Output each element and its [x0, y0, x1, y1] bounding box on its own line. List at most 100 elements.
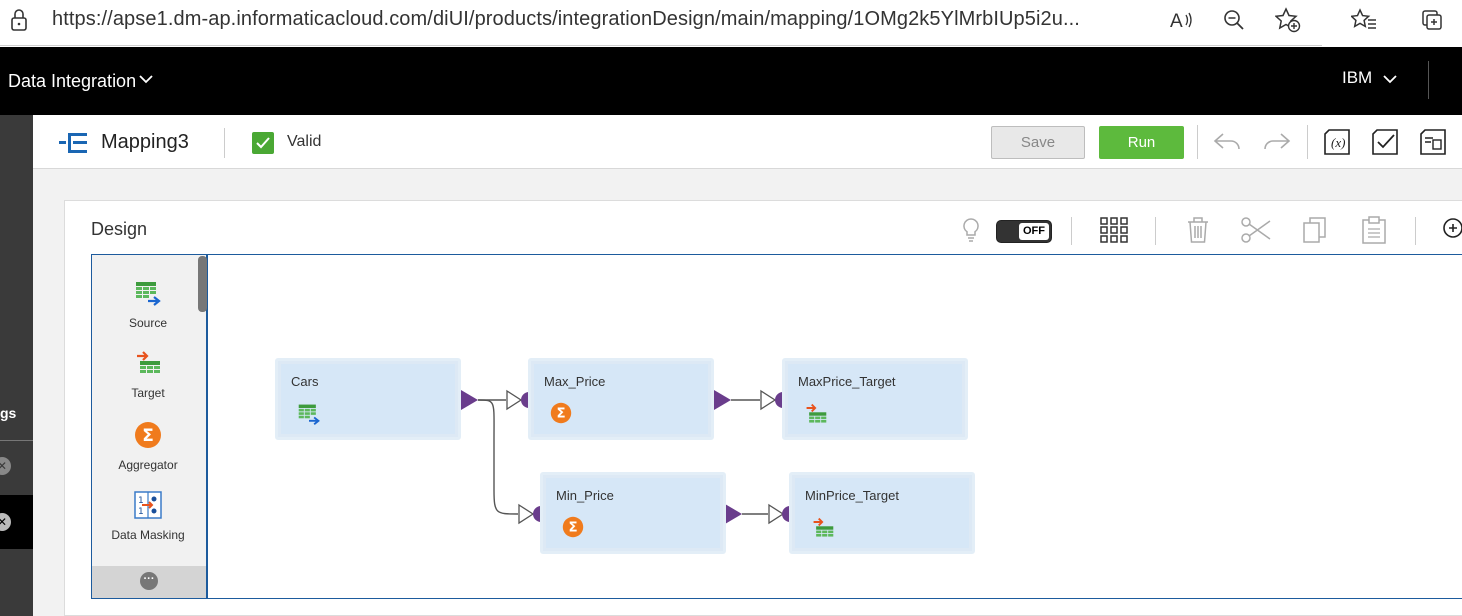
node-body: Min_Price Σ: [546, 478, 720, 548]
node-body: Max_Price Σ: [534, 364, 708, 434]
validate-icon[interactable]: [1370, 126, 1402, 158]
toolbar-divider: [224, 128, 225, 158]
node-body: Cars: [281, 364, 455, 434]
palette-item-label: Target: [131, 386, 165, 400]
node-body: MaxPrice_Target: [788, 364, 962, 434]
close-tab-icon[interactable]: ✕: [0, 513, 11, 531]
output-port-max-price: [714, 390, 731, 410]
palette-item-label: Source: [128, 316, 168, 330]
nav-divider: [0, 440, 33, 441]
source-icon: [297, 402, 321, 431]
toolbar-divider: [1197, 125, 1198, 159]
svg-text:Σ: Σ: [142, 426, 154, 446]
collections-icon[interactable]: [1418, 6, 1446, 34]
palette-item-source[interactable]: Source: [92, 279, 204, 330]
svg-text:A: A: [1170, 11, 1183, 31]
node-minprice-target[interactable]: MinPrice_Target: [789, 472, 975, 554]
save-button[interactable]: Save: [991, 126, 1085, 159]
node-label: Min_Price: [556, 488, 614, 503]
design-panel-title: Design: [91, 219, 148, 239]
parameters-icon[interactable]: (x): [1322, 126, 1354, 158]
product-switcher-label[interactable]: Data Integration: [8, 71, 137, 91]
input-arrow-minprice-target: [768, 503, 785, 525]
node-label: MaxPrice_Target: [798, 374, 896, 389]
mapping-toolbar: Mapping3 Valid Save Run (x): [33, 115, 1462, 169]
nav-partial-label: gs: [0, 405, 17, 421]
toggle-knob: [1000, 224, 1018, 239]
target-icon: [804, 402, 828, 431]
toolbar-divider: [1415, 217, 1416, 245]
toolbar-divider: [1071, 217, 1072, 245]
palette-footer: ···: [92, 566, 206, 598]
link-cars-min: [477, 399, 519, 515]
node-cars[interactable]: Cars: [275, 358, 461, 440]
svg-text:(x): (x): [1331, 135, 1345, 150]
input-arrow-min-price: [518, 503, 535, 525]
output-port-min-price: [725, 504, 742, 524]
palette-item-label: Aggregator: [118, 458, 178, 472]
node-label: MinPrice_Target: [805, 488, 899, 503]
palette-item-label: Data Masking: [111, 528, 185, 542]
app-header: Data Integration IBM: [0, 47, 1462, 115]
zoom-icon[interactable]: [1220, 6, 1248, 34]
node-min-price[interactable]: Min_Price Σ: [540, 472, 726, 554]
run-button[interactable]: Run: [1099, 126, 1184, 159]
org-switcher-label[interactable]: IBM: [1342, 68, 1373, 87]
read-aloud-icon[interactable]: A: [1168, 6, 1196, 34]
aggregator-icon: Σ: [550, 402, 572, 429]
data-masking-icon: 1 1: [134, 491, 162, 519]
svg-text:Σ: Σ: [556, 407, 565, 422]
zoom-in-icon[interactable]: [1437, 214, 1462, 246]
lock-icon[interactable]: [10, 8, 28, 37]
chevron-down-icon[interactable]: [138, 71, 154, 92]
lightbulb-icon[interactable]: [955, 214, 987, 246]
undo-icon[interactable]: [1212, 126, 1244, 158]
page-title: Mapping3: [101, 131, 189, 153]
close-tab-icon[interactable]: ✕: [0, 457, 11, 475]
browser-address-bar: https://apse1.dm-ap.informaticacloud.com…: [0, 0, 1462, 46]
aggregator-icon: Σ: [562, 516, 584, 543]
mapping-icon: [59, 132, 89, 159]
chevron-down-icon[interactable]: [1382, 71, 1398, 92]
more-icon[interactable]: ···: [140, 572, 158, 590]
palette-item-aggregator[interactable]: Σ Aggregator: [92, 421, 204, 472]
target-icon: [137, 351, 160, 373]
palette-item-data-masking[interactable]: 1 1 Data Masking: [92, 491, 204, 542]
aggregator-icon: Σ: [135, 422, 161, 448]
validation-status: Valid: [287, 133, 322, 150]
toggle-switch[interactable]: OFF: [996, 220, 1052, 243]
favorites-icon[interactable]: [1350, 6, 1378, 34]
nav-active-tab[interactable]: ✕: [0, 495, 33, 549]
output-port-cars: [461, 390, 478, 410]
node-max-price[interactable]: Max_Price Σ: [528, 358, 714, 440]
source-icon: [136, 282, 161, 306]
url-field[interactable]: https://apse1.dm-ap.informaticacloud.com…: [52, 8, 1080, 30]
target-icon: [811, 516, 835, 545]
node-label: Max_Price: [544, 374, 606, 389]
palette-scrollbar[interactable]: [198, 256, 207, 312]
add-favorite-icon[interactable]: [1274, 6, 1302, 34]
redo-icon[interactable]: [1260, 126, 1292, 158]
left-nav-strip: gs ✕ ✕: [0, 115, 33, 616]
input-arrow-max-price: [506, 389, 523, 411]
paste-icon[interactable]: [1358, 214, 1390, 246]
cut-icon[interactable]: [1240, 214, 1272, 246]
arrange-all-icon[interactable]: [1098, 214, 1130, 246]
copy-icon[interactable]: [1299, 214, 1331, 246]
node-body: MinPrice_Target: [795, 478, 969, 548]
properties-icon[interactable]: [1418, 126, 1450, 158]
svg-text:1: 1: [138, 507, 144, 517]
delete-icon[interactable]: [1182, 214, 1214, 246]
toolbar-divider: [1155, 217, 1156, 245]
node-label: Cars: [291, 374, 319, 389]
node-maxprice-target[interactable]: MaxPrice_Target: [782, 358, 968, 440]
svg-text:Σ: Σ: [568, 521, 577, 536]
header-divider: [1428, 61, 1429, 99]
toolbar-divider: [1307, 125, 1308, 159]
svg-text:1: 1: [138, 496, 144, 506]
valid-check-icon: [252, 132, 274, 154]
browser-tray: [1322, 0, 1462, 46]
toggle-label: OFF: [1019, 223, 1049, 240]
palette-item-target[interactable]: Target: [92, 349, 204, 400]
